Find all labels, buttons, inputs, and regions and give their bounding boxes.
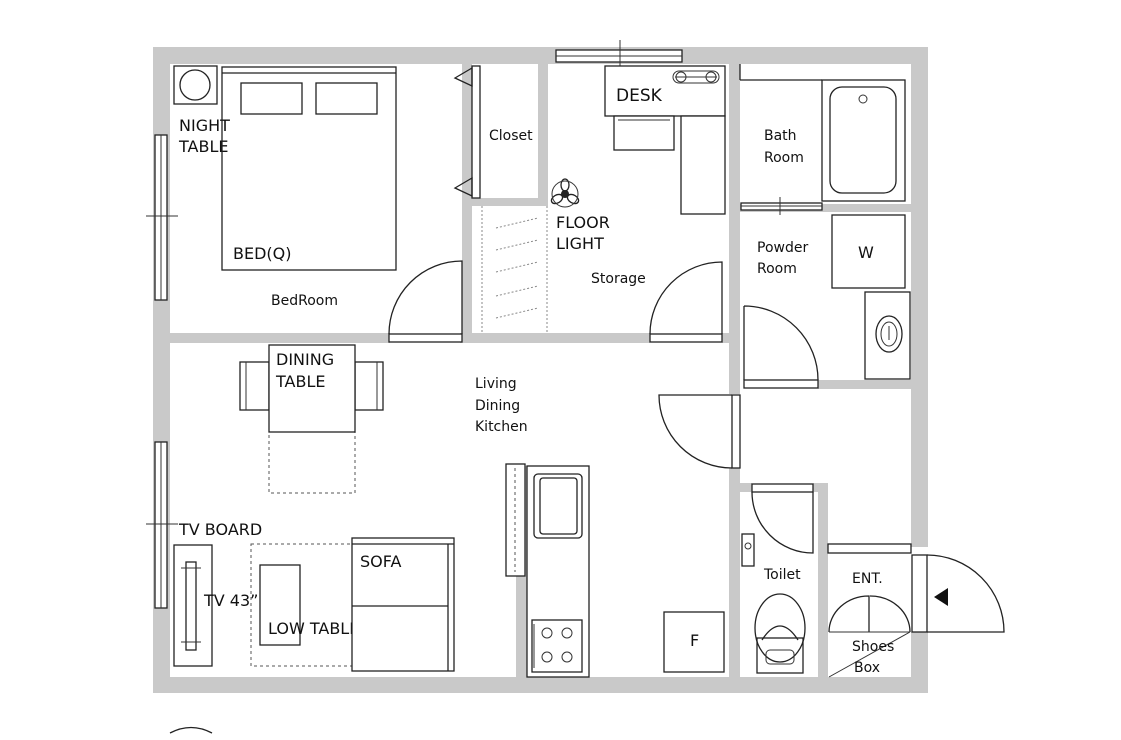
tv	[185, 561, 197, 651]
sink	[533, 473, 583, 539]
dining-chair-left	[239, 361, 270, 411]
storage: DESK FLOOR LIGHT Storage	[481, 65, 726, 333]
ldk: DINING TABLE Living Dining Kitchen	[173, 344, 725, 678]
night-table-label-2: TABLE	[178, 137, 228, 156]
wall-right-upper	[911, 47, 928, 547]
bath-label-2: Room	[764, 150, 804, 166]
wall-bedroom-south	[170, 333, 390, 343]
ldk-label-3: Kitchen	[475, 419, 528, 435]
desk-chair	[613, 115, 675, 151]
wall-storage-south	[460, 333, 650, 343]
floor-light-label-2: LIGHT	[556, 234, 604, 253]
wash-basin	[864, 291, 911, 380]
bath-label-1: Bath	[764, 128, 797, 144]
fridge-label: F	[690, 631, 699, 650]
tv-label: TV 43”	[203, 591, 258, 610]
closet-label: Closet	[489, 128, 533, 144]
doors	[388, 260, 1005, 633]
window-top	[555, 40, 683, 68]
door-bedroom	[388, 260, 463, 343]
floor-light-icon	[550, 178, 580, 208]
storage-label: Storage	[591, 271, 646, 287]
hanging-rail	[481, 206, 548, 333]
wall-bedroom-east	[462, 64, 472, 343]
door-powder	[743, 305, 819, 389]
wall-toilet-north-a	[740, 483, 752, 492]
dining-table	[268, 344, 356, 433]
tv-board	[173, 544, 213, 667]
dining-chair-right	[354, 361, 384, 411]
wall-powder-south	[818, 380, 911, 389]
ldk-label-2: Dining	[475, 398, 520, 414]
window-bath	[740, 197, 823, 215]
toilet-label: Toilet	[763, 567, 801, 583]
shoes-box-label-1: Shoes	[852, 639, 894, 655]
faucet-icon	[672, 70, 720, 84]
wall-bottom	[153, 677, 928, 693]
pillow-right	[315, 82, 378, 115]
floor-light-label-1: FLOOR	[556, 213, 610, 232]
sofa-label: SOFA	[360, 552, 401, 571]
sofa	[351, 537, 455, 672]
bedroom-label: BedRoom	[271, 293, 338, 309]
shoes-box-label-2: Box	[854, 660, 880, 676]
toilet-room: Toilet	[741, 533, 806, 674]
desk	[604, 65, 726, 215]
door-ldk-east	[658, 394, 741, 469]
desk-label: DESK	[616, 86, 663, 106]
wall-closet-south	[472, 198, 548, 206]
door-entrance	[911, 554, 1005, 633]
low-table	[259, 564, 301, 646]
wall-bath-south	[740, 204, 911, 212]
toilet-paper-icon	[741, 533, 755, 567]
window-entry	[827, 543, 912, 554]
door-shoes-box	[828, 595, 911, 633]
closet-doors	[453, 65, 481, 199]
wall-closet-east	[538, 64, 548, 204]
wall-toilet-east	[818, 483, 828, 693]
refrigerator	[663, 611, 725, 673]
windows	[146, 40, 912, 609]
low-table-label: LOW TABLE	[268, 619, 359, 638]
entrance-arrow-icon	[934, 588, 948, 606]
washing-machine	[831, 214, 906, 289]
toilet-bowl	[754, 593, 806, 674]
range-hood	[505, 463, 526, 577]
wall-bath-west-upper	[729, 64, 740, 394]
bed-queen	[221, 66, 397, 271]
bed-label: BED(Q)	[233, 244, 291, 263]
tv-board-label: TV BOARD	[178, 520, 262, 539]
stove	[531, 619, 583, 673]
night-table-label-1: NIGHT	[179, 116, 230, 135]
dining-set	[239, 344, 384, 494]
dining-label-1: DINING	[276, 350, 334, 369]
bathtub	[821, 79, 906, 202]
wall-top	[153, 47, 928, 64]
wall-toilet-west	[729, 468, 740, 693]
ldk-label-1: Living	[475, 376, 517, 392]
window-bedroom	[146, 134, 178, 301]
washer-label: W	[858, 243, 874, 262]
window-living	[146, 441, 178, 609]
kitchen-counter	[526, 465, 590, 678]
dining-label-2: TABLE	[275, 372, 325, 391]
shoes-box-diagonal	[828, 631, 911, 678]
wall-kitchen	[516, 466, 527, 693]
wall-right-lower	[911, 632, 928, 693]
door-toilet	[751, 483, 814, 554]
entrance: ENT. Shoes Box	[828, 571, 911, 678]
arc-fragment	[169, 726, 213, 734]
pillow-left	[240, 82, 303, 115]
powder-label-1: Powder	[757, 240, 808, 256]
powder-label-2: Room	[757, 261, 797, 277]
bath-area: Bath Room W Powder Room	[739, 64, 911, 380]
night-table	[173, 65, 218, 105]
bedroom: NIGHT TABLE BED(Q) BedRoom Closet	[173, 65, 533, 309]
door-storage	[649, 261, 723, 343]
entrance-label: ENT.	[852, 571, 883, 587]
